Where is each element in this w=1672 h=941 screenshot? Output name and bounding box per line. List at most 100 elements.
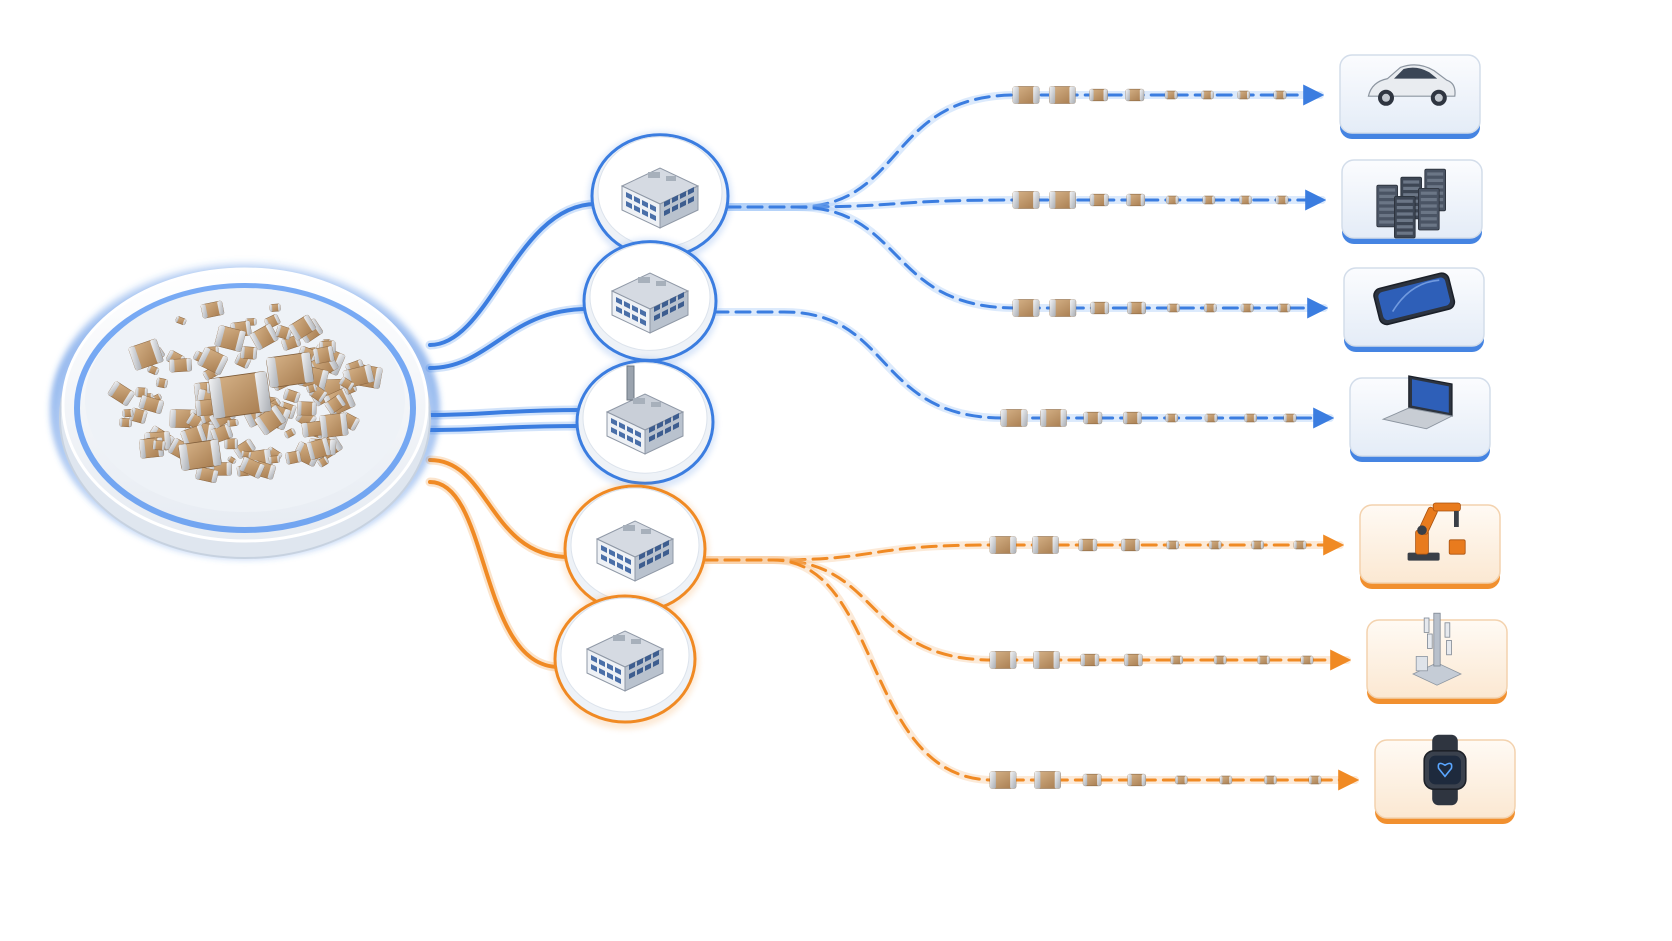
smartwatch-destination (1374, 734, 1516, 824)
capacitor-chip (1012, 191, 1040, 209)
data-center-destination (1341, 159, 1483, 244)
capacitor-pile-icon (107, 300, 383, 484)
capacitor-chip (296, 401, 317, 416)
capacitor-chip (1034, 771, 1061, 789)
capacitor-chip (989, 771, 1017, 789)
capacitor-chip (1080, 653, 1100, 667)
capacitor-chip (1257, 655, 1270, 665)
capacitor-chip (107, 381, 135, 406)
capacitor-chip (1264, 775, 1277, 785)
capacitor-chip (227, 456, 237, 464)
capacitor-chip (224, 438, 238, 450)
capacitor-chip (175, 316, 187, 326)
capacitor-chip (1170, 655, 1184, 665)
car-icon (1367, 64, 1456, 106)
cell-tower-icon (1412, 612, 1462, 686)
capacitor-chip (254, 405, 287, 436)
route-automotive (724, 84, 1325, 209)
factory-2-node (580, 238, 720, 368)
capacitor-chip (1127, 301, 1146, 315)
capacitor-chip (1273, 90, 1287, 100)
capacitor-chip (1275, 195, 1289, 205)
capacitor-chip (147, 364, 160, 376)
warehouse-icon (585, 630, 665, 692)
capacitor-chip (1090, 301, 1110, 315)
capacitor-chip (1122, 411, 1142, 425)
capacitor-chip (1240, 303, 1254, 313)
capacitor-chip (1293, 540, 1307, 550)
capacitor-chip (1049, 191, 1076, 209)
factory-1-node (588, 131, 732, 265)
capacitor-chip (1048, 86, 1076, 104)
capacitor-chip (285, 450, 302, 465)
capacitor-chip (283, 388, 301, 404)
capacitor-chip (1032, 536, 1059, 554)
smartphone-icon (1373, 272, 1456, 326)
industrial-plant-icon (605, 365, 685, 455)
capacitor-chip (240, 346, 258, 360)
capacitor-chip (1203, 303, 1217, 313)
destination-nodes (1339, 54, 1516, 824)
capacitor-chip (195, 466, 219, 484)
factory-5-node (551, 592, 699, 730)
route-smartphone (724, 205, 1329, 319)
route-smartwatch (701, 558, 1360, 791)
capacitor-chip (119, 417, 133, 428)
capacitor-chip (1201, 90, 1214, 100)
route-laptop (712, 310, 1335, 429)
capacitor-chip (1300, 655, 1314, 665)
capacitor-chip (1012, 86, 1040, 104)
capacitor-chip (1078, 538, 1098, 552)
capacitor-chip (1308, 775, 1322, 785)
capacitor-chip (249, 323, 279, 351)
office-building-icon (610, 272, 690, 334)
capacitor-chip (275, 325, 293, 340)
smartwatch-icon (1423, 734, 1467, 806)
capacitor-chip (1012, 299, 1040, 317)
capacitor-flow (989, 86, 1322, 789)
capacitor-chip (1244, 413, 1257, 423)
capacitor-chip (1033, 651, 1060, 669)
capacitor-chip (339, 377, 355, 391)
capacitor-chip (1165, 413, 1179, 423)
source-link-factory-5 (428, 480, 561, 669)
source-link-factory-1 (428, 202, 598, 347)
capacitor-chip (155, 377, 168, 389)
source-link-factory-4 (428, 458, 571, 559)
source-link-factory-3 (428, 408, 583, 417)
laptop-icon (1381, 375, 1454, 430)
automotive-destination (1339, 54, 1481, 139)
capacitor-chip (1204, 413, 1218, 423)
capacitor-chip (1089, 88, 1108, 102)
capacitor-chip (268, 455, 281, 464)
source-link-factory-2 (428, 307, 590, 370)
capacitor-chip (1049, 299, 1077, 317)
capacitor-chip (312, 345, 335, 364)
capacitor-chip (1165, 195, 1179, 205)
capacitor-chip (1202, 195, 1216, 205)
route-industrial-robot (701, 534, 1345, 562)
factory-building-icon (620, 167, 700, 229)
capacitor-chip (1239, 195, 1252, 205)
route-data-center (724, 189, 1327, 211)
capacitor-chip (1213, 655, 1227, 665)
capacitor-chip (1166, 540, 1180, 550)
capacitor-chip (122, 408, 134, 418)
capacitor-chip (169, 358, 193, 373)
factory-4-node (561, 482, 709, 620)
factory-nodes (551, 131, 732, 730)
capacitor-chip (227, 418, 239, 427)
capacitor-chip (1167, 303, 1180, 313)
laptop-destination (1349, 375, 1491, 462)
capacitor-chip (239, 456, 265, 479)
capacitor-chip (266, 352, 314, 388)
capacitor-chip (269, 303, 281, 312)
connector-lines (425, 84, 1360, 791)
capacitor-chip (989, 536, 1017, 554)
telecom-tower-destination (1366, 612, 1508, 704)
capacitor-chip (319, 412, 349, 438)
capacitor-chip (284, 428, 296, 439)
capacitor-chip (1000, 409, 1028, 427)
source-link-factory-3 (428, 424, 583, 432)
